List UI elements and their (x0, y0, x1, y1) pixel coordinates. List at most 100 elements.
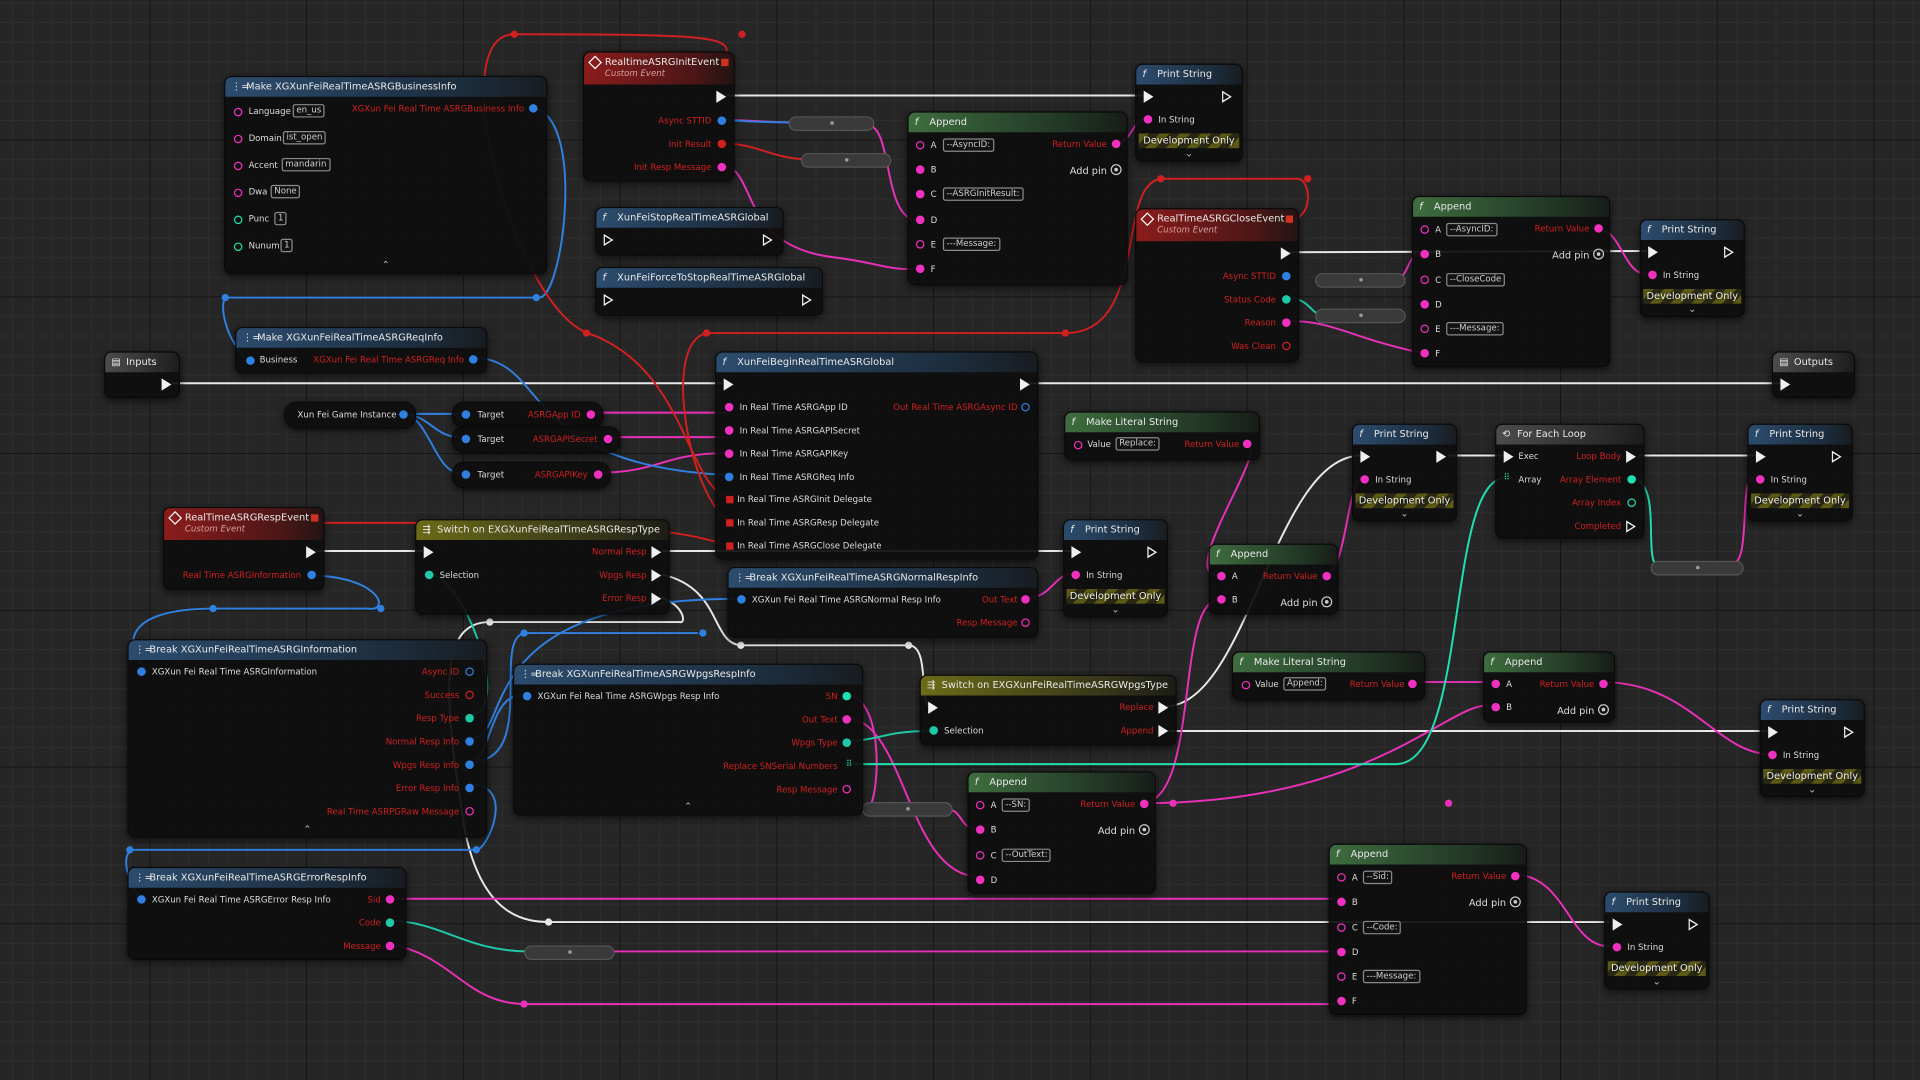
async-id-output-pin[interactable] (1021, 402, 1030, 412)
append-a-pin[interactable] (975, 800, 985, 810)
code-pin[interactable] (385, 918, 395, 927)
append-b-pin[interactable] (1420, 249, 1429, 259)
exec-out-pin[interactable] (306, 546, 316, 559)
add-pin-button[interactable]: Add pin (1552, 248, 1605, 261)
exec-in-pin[interactable] (1780, 378, 1791, 391)
api-secret-input-pin[interactable] (724, 426, 734, 435)
append-a-pin[interactable] (1420, 225, 1429, 234)
reroute-node[interactable] (862, 802, 953, 817)
wpgs-resp-info-pin[interactable] (465, 760, 474, 769)
append-e-pin[interactable] (1420, 324, 1429, 334)
exec-out-pin[interactable] (802, 293, 812, 307)
append-a-field[interactable]: --SN: (1001, 798, 1030, 812)
array-index-pin[interactable] (1627, 498, 1636, 507)
exec-out-pin[interactable] (1844, 726, 1854, 739)
exec-in-pin[interactable] (1768, 726, 1778, 739)
node-switch-resp-type[interactable]: ⇶Switch on EXGXunFeiRealTimeASRGRespType… (415, 519, 670, 615)
req-info-output-pin[interactable] (468, 355, 478, 364)
return-value-pin[interactable] (1511, 871, 1520, 881)
reroute-node[interactable] (1315, 273, 1406, 288)
append-a-pin[interactable] (915, 140, 925, 150)
value-pin[interactable] (1073, 440, 1083, 450)
normal-resp-pin[interactable] (651, 546, 662, 559)
nunum-pin[interactable] (233, 242, 243, 252)
append-e-field[interactable]: ---Message: (1446, 322, 1504, 336)
business-input-pin[interactable] (246, 356, 255, 365)
append-a-field[interactable]: --AsyncID: (1446, 222, 1498, 237)
init-result-pin[interactable] (717, 139, 727, 149)
wpgs-type-pin[interactable] (842, 738, 852, 747)
error-input-pin[interactable] (137, 895, 146, 904)
append-b-pin[interactable] (1337, 897, 1346, 907)
append-b-pin[interactable] (975, 825, 985, 834)
game-instance-output-pin[interactable] (399, 410, 408, 419)
collapse-chevron-icon[interactable]: ⌃ (381, 259, 390, 271)
message-pin[interactable] (385, 941, 395, 951)
exec-in-pin[interactable] (1612, 918, 1623, 931)
resp-message-pin[interactable] (1021, 618, 1030, 627)
return-value-pin[interactable] (1242, 439, 1252, 449)
wpgs-input-pin[interactable] (522, 691, 532, 701)
punc-pin[interactable] (233, 215, 243, 225)
dwa-pin[interactable] (233, 188, 243, 198)
domain-field[interactable]: ist_open (282, 131, 327, 145)
reason-pin[interactable] (1282, 318, 1291, 327)
exec-out-pin[interactable] (1436, 450, 1447, 463)
async-sttid-pin[interactable] (1282, 271, 1291, 281)
expand-chevron-icon[interactable]: ⌄ (1184, 148, 1194, 160)
exec-out-pin[interactable] (161, 378, 172, 391)
error-resp-info-pin[interactable] (465, 783, 474, 793)
collapse-chevron-icon[interactable]: ⌃ (303, 824, 312, 836)
target-pin[interactable] (461, 434, 471, 444)
resp-message-pin[interactable] (842, 784, 852, 794)
expand-chevron-icon[interactable]: ⌄ (1400, 508, 1409, 520)
expand-chevron-icon[interactable]: ⌄ (1111, 603, 1120, 615)
exec-in-pin[interactable] (603, 233, 614, 247)
selection-pin[interactable] (424, 570, 434, 580)
array-pin-icon[interactable]: ⠿ (845, 759, 853, 769)
wpgs-resp-pin[interactable] (651, 569, 662, 582)
node-game-instance-getter[interactable]: Xun Fei Game Instance (284, 401, 417, 429)
reroute-node[interactable] (788, 116, 875, 132)
append-pin[interactable] (1158, 724, 1169, 738)
node-make-business-info[interactable]: ⋮=Make XGXunFeiRealTimeASRGBusinessInfo … (224, 75, 548, 275)
exec-in-pin[interactable] (423, 546, 434, 559)
expand-chevron-icon[interactable]: ⌄ (1652, 975, 1661, 987)
append-a-field[interactable]: --Sid: (1362, 870, 1393, 885)
init-resp-message-pin[interactable] (717, 162, 727, 172)
api-key-input-pin[interactable] (724, 449, 734, 458)
punc-field[interactable]: 1 (274, 211, 288, 226)
node-break-error-resp[interactable]: ⋮=Break XGXunFeiRealTimeASRGErrorRespInf… (127, 866, 407, 961)
exec-in-pin[interactable] (603, 293, 614, 307)
append-b-pin[interactable] (1217, 595, 1226, 604)
append-f-pin[interactable] (1420, 348, 1429, 358)
array-pin-icon[interactable]: ⠿ (1503, 472, 1510, 483)
expand-chevron-icon[interactable]: ⌄ (1688, 303, 1697, 315)
in-string-pin[interactable] (1143, 115, 1153, 124)
reroute-node[interactable] (524, 945, 615, 961)
return-value-pin[interactable] (1111, 139, 1121, 149)
delegate-pin[interactable] (311, 514, 319, 522)
return-value-pin[interactable] (1599, 679, 1608, 689)
literal-value-field[interactable]: Append: (1283, 677, 1327, 691)
add-pin-button[interactable]: Add pin (1469, 896, 1521, 909)
target-pin[interactable] (461, 470, 471, 479)
api-secret-output-pin[interactable] (603, 434, 613, 444)
was-clean-pin[interactable] (1282, 341, 1291, 351)
replace-pin[interactable] (1158, 701, 1169, 714)
app-id-output-pin[interactable] (586, 410, 596, 419)
